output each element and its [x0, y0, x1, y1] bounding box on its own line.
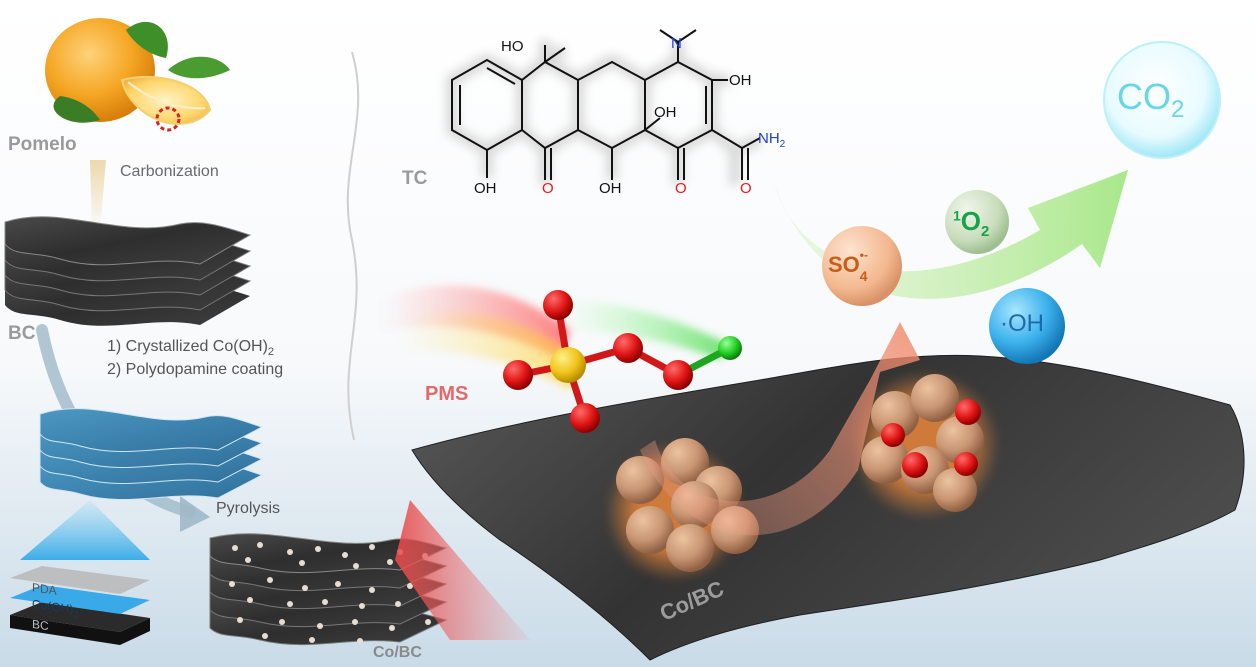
carbonization-arrow [90, 160, 106, 230]
co2-bubble [1103, 41, 1221, 159]
tc-label: TC [402, 168, 428, 189]
pms-label: PMS [425, 383, 469, 405]
coated-stack [39, 408, 264, 501]
bc-stack [4, 216, 252, 326]
hydroxyl-label: ·OH [1000, 310, 1044, 337]
tc-o3: O [740, 180, 752, 197]
carbonization-label: Carbonization [120, 163, 219, 180]
zoom-cone-red [395, 500, 530, 640]
pms-molecule [503, 290, 742, 433]
process-arrow-head [180, 496, 210, 532]
electron-transfer-arrow [640, 322, 920, 536]
co2-label: CO2 [1117, 76, 1185, 124]
so4-radical-sphere [822, 226, 902, 306]
co-nanoparticle-right [850, 370, 1000, 520]
co-bc-large-sheet [411, 354, 1245, 661]
tc-n: N [671, 35, 682, 52]
co-bc-stack [209, 533, 448, 646]
co-bc-small-label: Co/BC [373, 644, 422, 661]
tc-o2: O [675, 180, 687, 197]
singlet-oxygen-label: 1O2 [953, 206, 990, 241]
so4-label: SO•-4 [828, 248, 868, 284]
pomelo-illustration [45, 18, 230, 132]
singlet-oxygen-sphere [945, 190, 1009, 254]
tc-o1: O [542, 180, 554, 197]
hydroxyl-radical-sphere [989, 288, 1065, 364]
tc-oh-right: OH [729, 72, 752, 89]
tc-nh2: NH2 [758, 130, 786, 150]
tc-oh-mid: OH [654, 104, 677, 121]
bc-label: BC [8, 323, 36, 344]
step2-label: 2) Polydopamine coating [107, 361, 284, 378]
divider-line [346, 51, 360, 441]
selection-circle-icon [155, 106, 181, 132]
bc-layer-label: BC [32, 616, 49, 634]
pomelo-label: Pomelo [8, 134, 77, 155]
zoom-cone-blue [20, 500, 150, 560]
tc-molecule [446, 29, 763, 185]
tc-oh-bottom-mid: OH [599, 180, 622, 197]
tc-ho-top: HO [501, 38, 524, 55]
layer-detail [10, 566, 150, 645]
tc-oh-bottom-left: OH [474, 180, 497, 197]
pyrolysis-label: Pyrolysis [216, 500, 281, 517]
step1-label: 1) Crystallized Co(OH)2 [107, 338, 275, 359]
